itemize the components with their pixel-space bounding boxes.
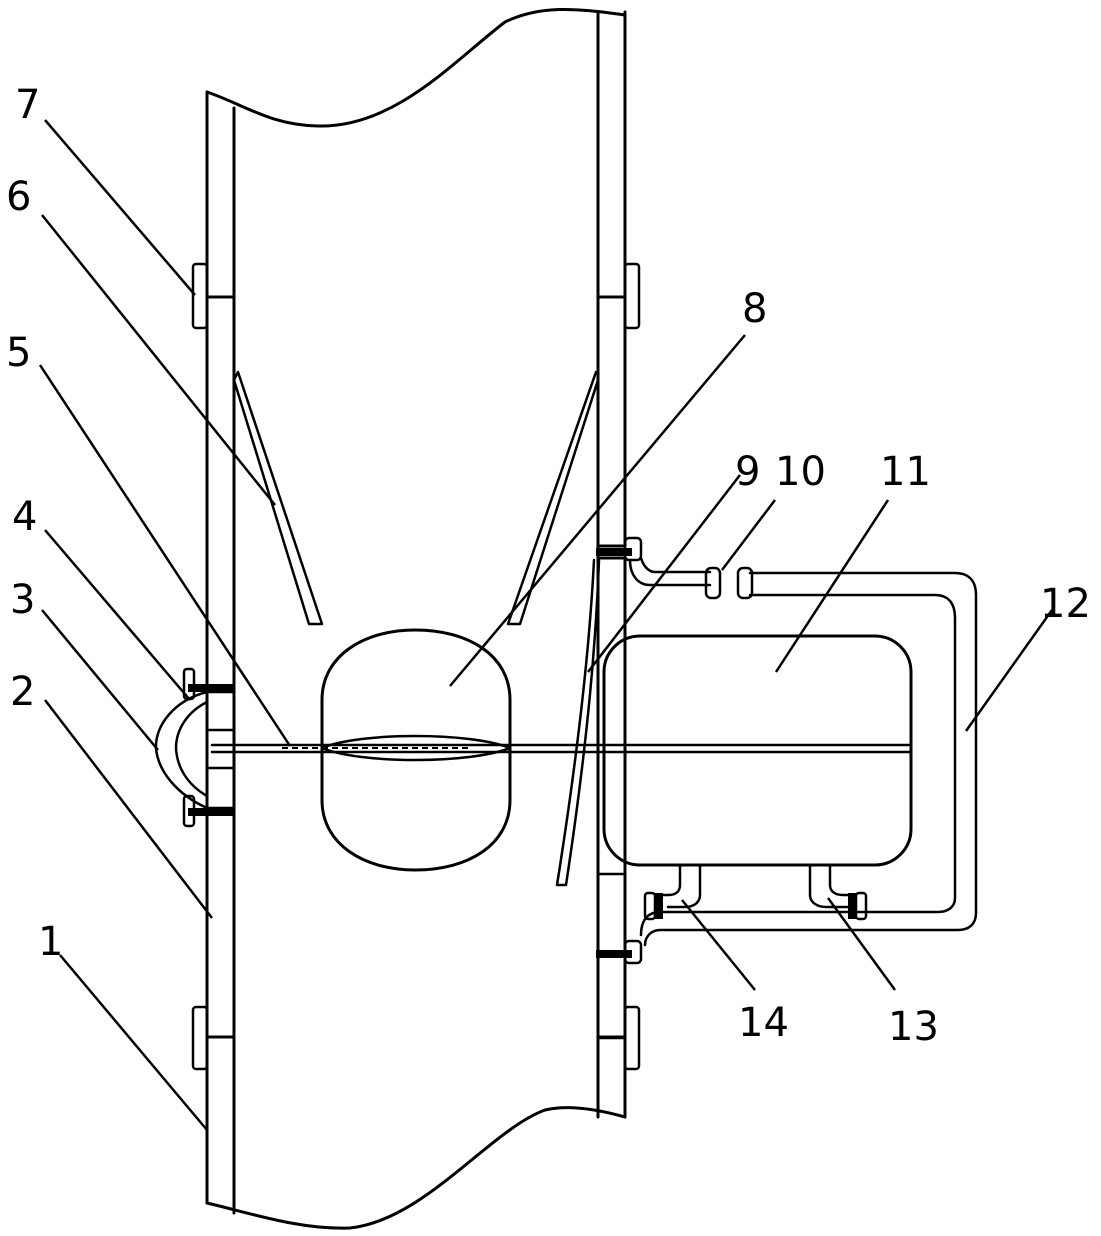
upper-branch-pipe (628, 556, 754, 600)
top-break-line (205, 7, 627, 128)
leader-13 (826, 897, 897, 991)
shaft (210, 743, 912, 754)
leader-lines (38, 119, 1054, 1131)
label-9: 9 (735, 449, 760, 495)
right-guide-plate (506, 370, 600, 626)
leader-5 (38, 364, 292, 747)
bottom-break-line (205, 1106, 627, 1230)
left-guide-plate (232, 370, 324, 626)
leader-14 (681, 899, 756, 991)
left-bracket (154, 667, 236, 828)
leader-8 (449, 334, 746, 687)
leader-2 (44, 699, 213, 919)
upper-branch-flange (596, 536, 643, 562)
label-11: 11 (880, 449, 931, 495)
label-2: 2 (10, 669, 35, 715)
lower-branch-flange (596, 872, 643, 1040)
float-ball (320, 628, 512, 872)
label-13: 13 (888, 1004, 939, 1050)
leader-1 (59, 954, 208, 1131)
tank-outlet-pipes (643, 863, 868, 921)
label-14: 14 (738, 1000, 789, 1046)
leader-9 (587, 474, 741, 673)
return-loop-pipe (639, 571, 978, 947)
leader-12 (964, 609, 1054, 732)
label-4: 4 (12, 494, 37, 540)
curved-flap (555, 558, 601, 887)
label-1: 1 (38, 919, 63, 965)
leader-3 (41, 609, 159, 751)
label-3: 3 (10, 577, 35, 623)
label-10: 10 (775, 449, 826, 495)
flange-joint-lower (191, 1005, 641, 1071)
leader-6 (41, 214, 276, 506)
labels: 1 2 3 4 5 6 7 8 9 10 11 12 13 14 (6, 82, 1091, 1050)
leader-4 (44, 529, 191, 701)
label-6: 6 (6, 174, 31, 220)
leader-11 (774, 499, 890, 673)
label-5: 5 (6, 330, 31, 376)
leader-7 (44, 119, 196, 296)
label-8: 8 (742, 286, 767, 332)
label-12: 12 (1040, 581, 1091, 627)
label-7: 7 (15, 82, 40, 128)
tank (602, 634, 913, 867)
flange-joint-upper (191, 262, 641, 330)
leader-10 (721, 499, 776, 571)
